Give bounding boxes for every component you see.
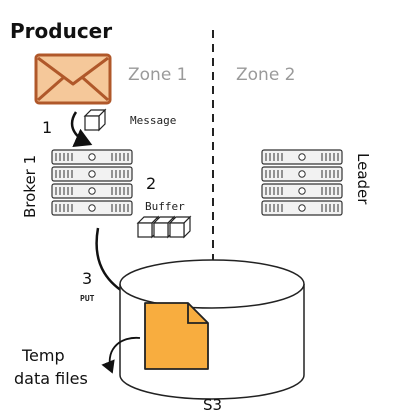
temp-files-label-line2: data files — [14, 369, 88, 388]
leader-server-icon — [261, 149, 343, 216]
broker-1-label: Broker 1 — [21, 155, 39, 218]
buffer-label: Buffer — [145, 200, 185, 213]
s3-bucket-icon — [119, 259, 305, 400]
file-icon — [144, 302, 209, 370]
message-cube-icon — [84, 109, 106, 131]
buffer-cubes-icon — [137, 216, 191, 238]
step-3-number: 3 — [82, 269, 92, 288]
step-2-number: 2 — [146, 174, 156, 193]
producer-title: Producer — [10, 19, 112, 43]
zone-2-label: Zone 2 — [236, 65, 296, 85]
step-1-number: 1 — [42, 118, 52, 137]
leader-label: Leader — [354, 153, 372, 205]
envelope-icon — [34, 53, 112, 105]
message-label: Message — [130, 114, 176, 127]
broker-1-server-icon — [51, 149, 133, 216]
put-label: PUT — [80, 294, 95, 303]
step-1-arrow — [70, 111, 93, 148]
files-pointer-arrow — [101, 337, 141, 374]
zone-1-label: Zone 1 — [128, 65, 188, 85]
temp-files-label-line1: Temp — [21, 346, 65, 365]
s3-label: S3 — [203, 396, 222, 414]
